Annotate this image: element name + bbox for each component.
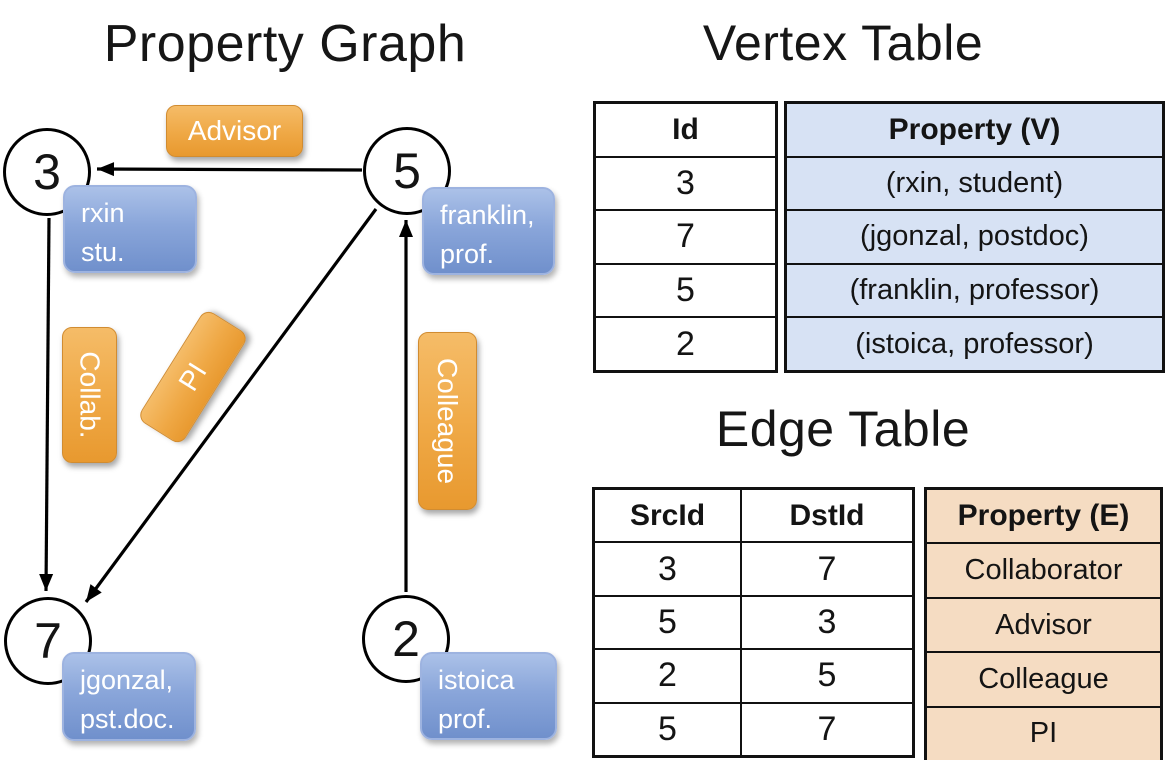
edge-label-text: Advisor	[187, 115, 282, 146]
vertex-label-istoica: istoica prof.	[420, 652, 557, 740]
edge-src-cell: 5	[658, 709, 677, 748]
table-row: Collaborator	[927, 542, 1160, 596]
edge-label-colleague: Colleague	[418, 332, 477, 510]
edge-property-cell: Advisor	[995, 608, 1092, 641]
edge-table-dstid-header: DstId	[740, 490, 912, 542]
vertex-table-property-column: Property (V) (rxin, student) (jgonzal, p…	[784, 101, 1165, 373]
vertex-label-franklin: franklin, prof.	[422, 187, 555, 275]
vertex-id-cell: 7	[676, 217, 695, 256]
edge-property-cell: Colleague	[978, 662, 1109, 695]
edge-table-property-column: Property (E) Collaborator Advisor Collea…	[924, 487, 1163, 760]
vertex-table-id-column: Id 3 7 5 2	[593, 101, 778, 373]
edge-5-to-3-advisor	[96, 162, 363, 177]
vertex-property-cell: (jgonzal, postdoc)	[860, 220, 1089, 253]
vertex-label-line2: prof.	[440, 239, 495, 270]
edge-3-to-7-collaborator	[39, 217, 54, 592]
vertex-label-line1: jgonzal,	[80, 665, 174, 695]
vertex-node-5: 5	[363, 127, 451, 215]
edge-table-id-columns: SrcId DstId 3 7 5 3 2 5 5 7	[592, 487, 915, 758]
edge-table-srcid-header: SrcId	[629, 498, 706, 532]
vertex-property-cell: (istoica, professor)	[855, 327, 1094, 360]
vertex-property-cell: (rxin, student)	[885, 166, 1064, 199]
vertex-label-line1: rxin	[81, 198, 125, 228]
table-row: PI	[927, 705, 1160, 760]
vertex-label-line1: istoica	[438, 665, 515, 695]
edge-property-cell: Collaborator	[964, 554, 1123, 587]
table-row: 2 5	[595, 648, 912, 702]
property-graph-title: Property Graph	[103, 15, 467, 73]
edge-dst-cell: 3	[740, 596, 912, 649]
edge-src-cell: 2	[658, 656, 677, 695]
vertex-label-jgonzal: jgonzal, pst.doc.	[62, 652, 196, 741]
vertex-id-cell: 3	[676, 163, 695, 202]
edge-label-collab: Collab.	[62, 327, 117, 463]
edge-src-cell: 3	[658, 549, 677, 588]
edge-label-advisor: Advisor	[166, 105, 303, 157]
vertex-id-cell: 5	[676, 271, 695, 310]
edge-table-title: Edge Table	[715, 401, 971, 457]
edge-table-property-header: Property (E)	[957, 499, 1130, 533]
table-row: 3 7	[595, 541, 912, 595]
table-row: (rxin, student)	[787, 155, 1162, 210]
vertex-table-id-header: Id	[672, 112, 699, 146]
vertex-id: 7	[34, 613, 62, 669]
table-row: Advisor	[927, 596, 1160, 651]
table-row: 5 3	[595, 594, 912, 649]
edge-dst-cell: 7	[740, 543, 912, 595]
vertex-node-2: 2	[362, 595, 450, 683]
edge-src-cell: 5	[658, 603, 677, 642]
table-row: 7	[596, 209, 775, 263]
graph-edges-layer	[39, 162, 413, 603]
vertex-id: 2	[392, 611, 420, 667]
edge-label-text: Collab.	[74, 351, 106, 439]
vertex-label-line1: franklin,	[440, 200, 535, 230]
vertex-label-line2: stu.	[81, 237, 125, 268]
vertex-id: 5	[393, 143, 421, 199]
vertex-label-line2: prof.	[438, 704, 493, 735]
edge-label-text: PI	[172, 357, 213, 397]
table-row: (istoica, professor)	[787, 316, 1162, 370]
table-row: 5 7	[595, 701, 912, 756]
table-row: 5	[596, 262, 775, 317]
vertex-property-cell: (franklin, professor)	[849, 274, 1100, 307]
table-row: (franklin, professor)	[787, 262, 1162, 317]
vertex-label-rxin: rxin stu.	[63, 185, 197, 273]
edge-dst-cell: 7	[740, 703, 912, 756]
vertex-id-cell: 2	[676, 324, 695, 363]
table-row: (jgonzal, postdoc)	[787, 209, 1162, 263]
table-row: Colleague	[927, 651, 1160, 705]
edge-label-text: Colleague	[432, 357, 464, 485]
vertex-table-property-header: Property (V)	[888, 112, 1061, 146]
table-row: 2	[596, 316, 775, 370]
vertex-table-title: Vertex Table	[702, 15, 984, 71]
edge-5-to-7-pi	[84, 208, 378, 603]
edge-dst-cell: 5	[740, 650, 912, 702]
vertex-id: 3	[33, 144, 61, 200]
table-row: 3	[596, 155, 775, 210]
vertex-label-line2: pst.doc.	[80, 704, 175, 735]
edge-property-cell: PI	[1029, 717, 1058, 750]
